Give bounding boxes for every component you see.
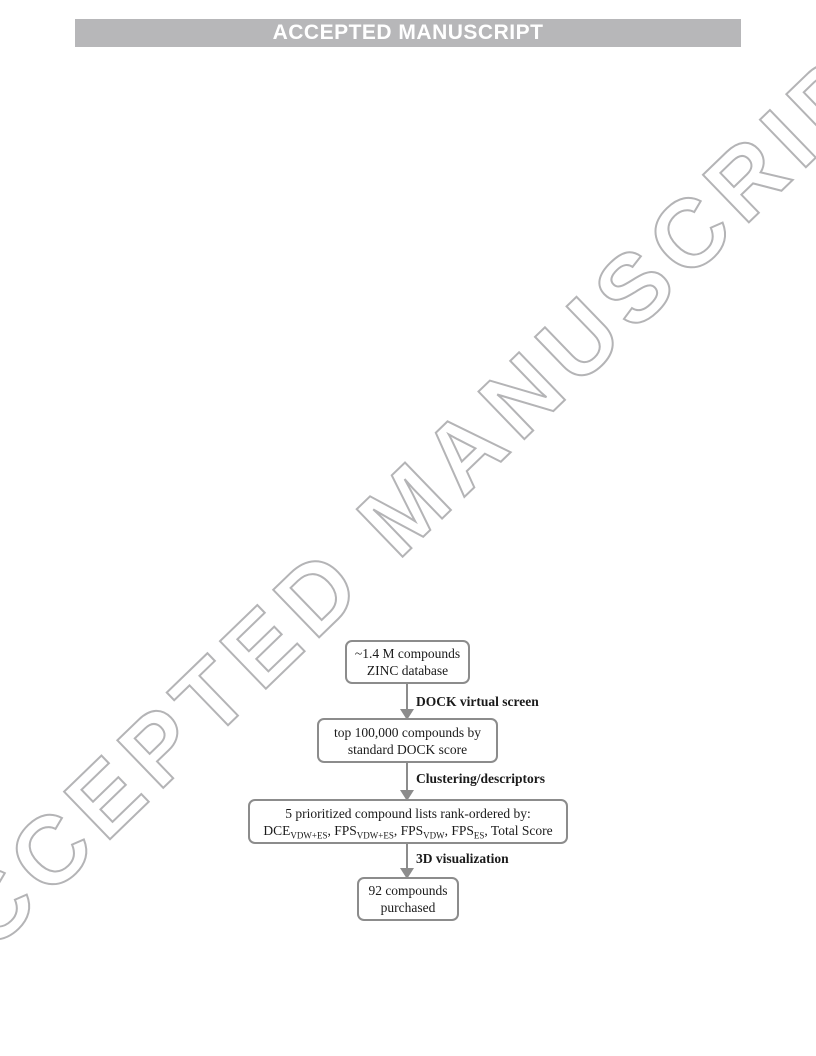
arrow-down: [400, 844, 414, 879]
purchased-compounds-box: 92 compounds purchased: [357, 877, 459, 921]
box-line: top 100,000 compounds by: [334, 724, 481, 740]
total-score-term: Total Score: [490, 822, 553, 838]
dce-subscript: VDW+ES: [290, 830, 328, 841]
step-label-dock-virtual-screen: DOCK virtual screen: [416, 694, 539, 709]
box-line: ~1.4 M compounds: [354, 646, 461, 661]
fps-term: FPS: [400, 822, 424, 838]
scoring-functions-line: DCEVDW+ES, FPSVDW+ES, FPSVDW, FPSES, Tot…: [263, 822, 553, 841]
step-label-3d-visualization: 3D visualization: [416, 851, 509, 866]
arrow-down: [400, 684, 414, 720]
zinc-database-box: ~1.4 M compounds ZINC database: [345, 640, 470, 684]
fps-term: FPS: [334, 822, 357, 838]
fps-es-subscript: ES: [473, 830, 485, 841]
box-line: ZINC database: [366, 663, 449, 678]
top-compounds-box: top 100,000 compounds by standard DOCK s…: [317, 718, 498, 763]
box-line: purchased: [380, 900, 436, 915]
fps-vdw-es-subscript: VDW+ES: [356, 830, 394, 841]
dce-term: DCE: [263, 822, 291, 838]
box-line: 92 compounds: [368, 883, 448, 898]
box-line: standard DOCK score: [347, 741, 468, 757]
accepted-manuscript-banner: ACCEPTED MANUSCRIPT: [75, 19, 741, 47]
fps-vdw-subscript: VDW: [423, 830, 445, 841]
banner-text: ACCEPTED MANUSCRIPT: [272, 21, 544, 44]
step-label-clustering-descriptors: Clustering/descriptors: [416, 771, 545, 786]
fps-term: FPS: [451, 822, 474, 838]
prioritized-lists-box: 5 prioritized compound lists rank-ordere…: [248, 799, 568, 844]
box-line: 5 prioritized compound lists rank-ordere…: [285, 805, 531, 821]
arrow-down: [400, 763, 414, 801]
